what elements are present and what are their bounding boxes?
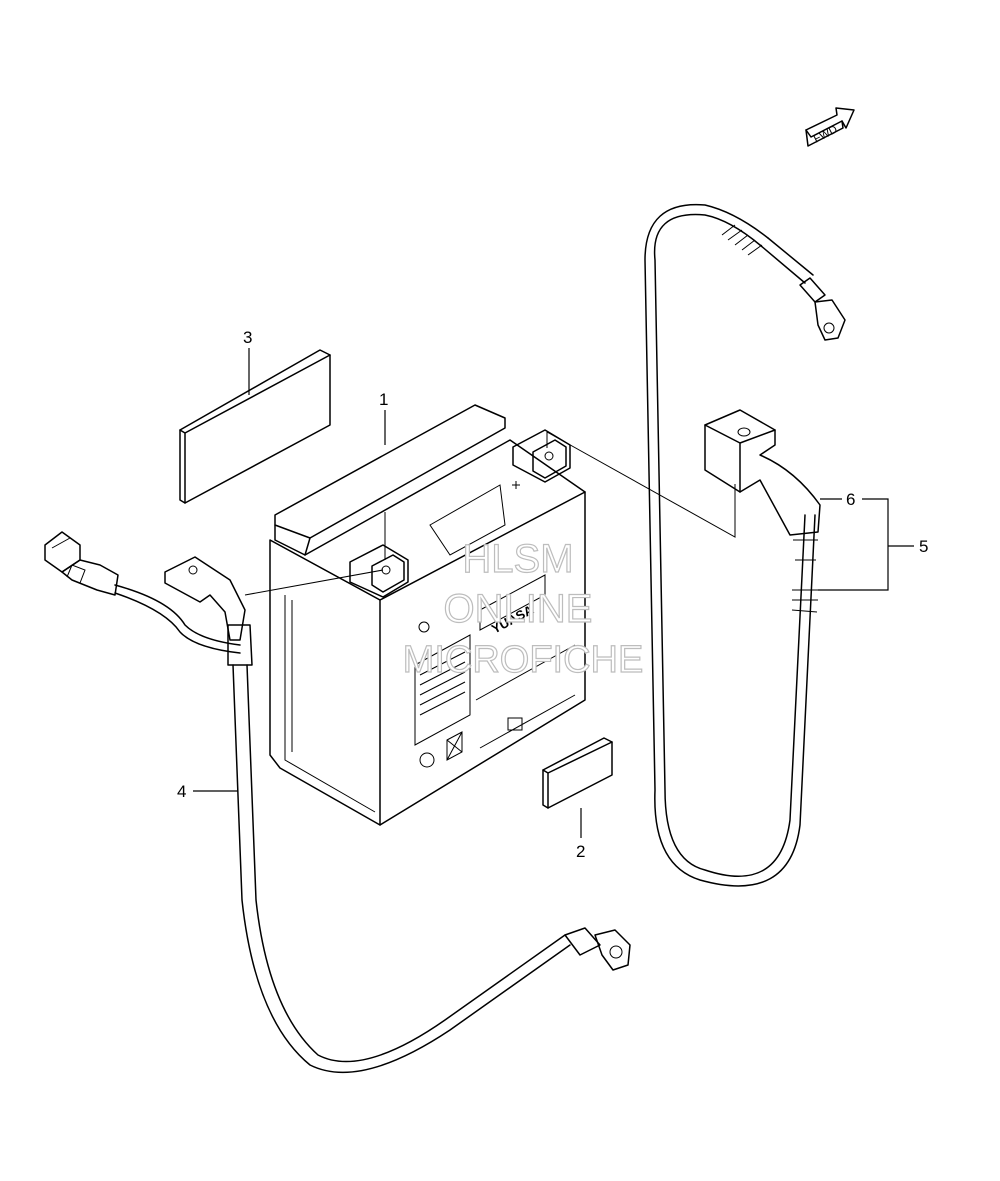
callout-2: 2 [576, 808, 585, 861]
negative-cable-part-4 [44, 531, 631, 1074]
svg-text:3: 3 [243, 328, 252, 347]
callout-1: 1 [379, 390, 388, 445]
pad-part-3 [179, 349, 331, 504]
fwd-arrow: FWD [805, 107, 855, 147]
svg-text:4: 4 [177, 782, 186, 801]
callout-5: 5 [888, 537, 928, 556]
svg-text:6: 6 [846, 490, 855, 509]
svg-text:5: 5 [919, 537, 928, 556]
svg-text:1: 1 [379, 390, 388, 409]
svg-text:MICROFICHE: MICROFICHE [403, 639, 644, 681]
svg-text:HLSM: HLSM [462, 537, 573, 581]
callout-3: 3 [243, 328, 252, 395]
watermark: HLSM ONLINE MICROFICHE [402, 536, 644, 681]
callout-4: 4 [177, 782, 238, 801]
positive-cable-part-5 [644, 203, 846, 887]
pad-part-2 [542, 737, 613, 809]
svg-text:ONLINE: ONLINE [444, 587, 593, 631]
svg-text:2: 2 [576, 842, 585, 861]
callout-6: 6 [818, 490, 889, 591]
fwd-label: FWD [812, 123, 840, 145]
